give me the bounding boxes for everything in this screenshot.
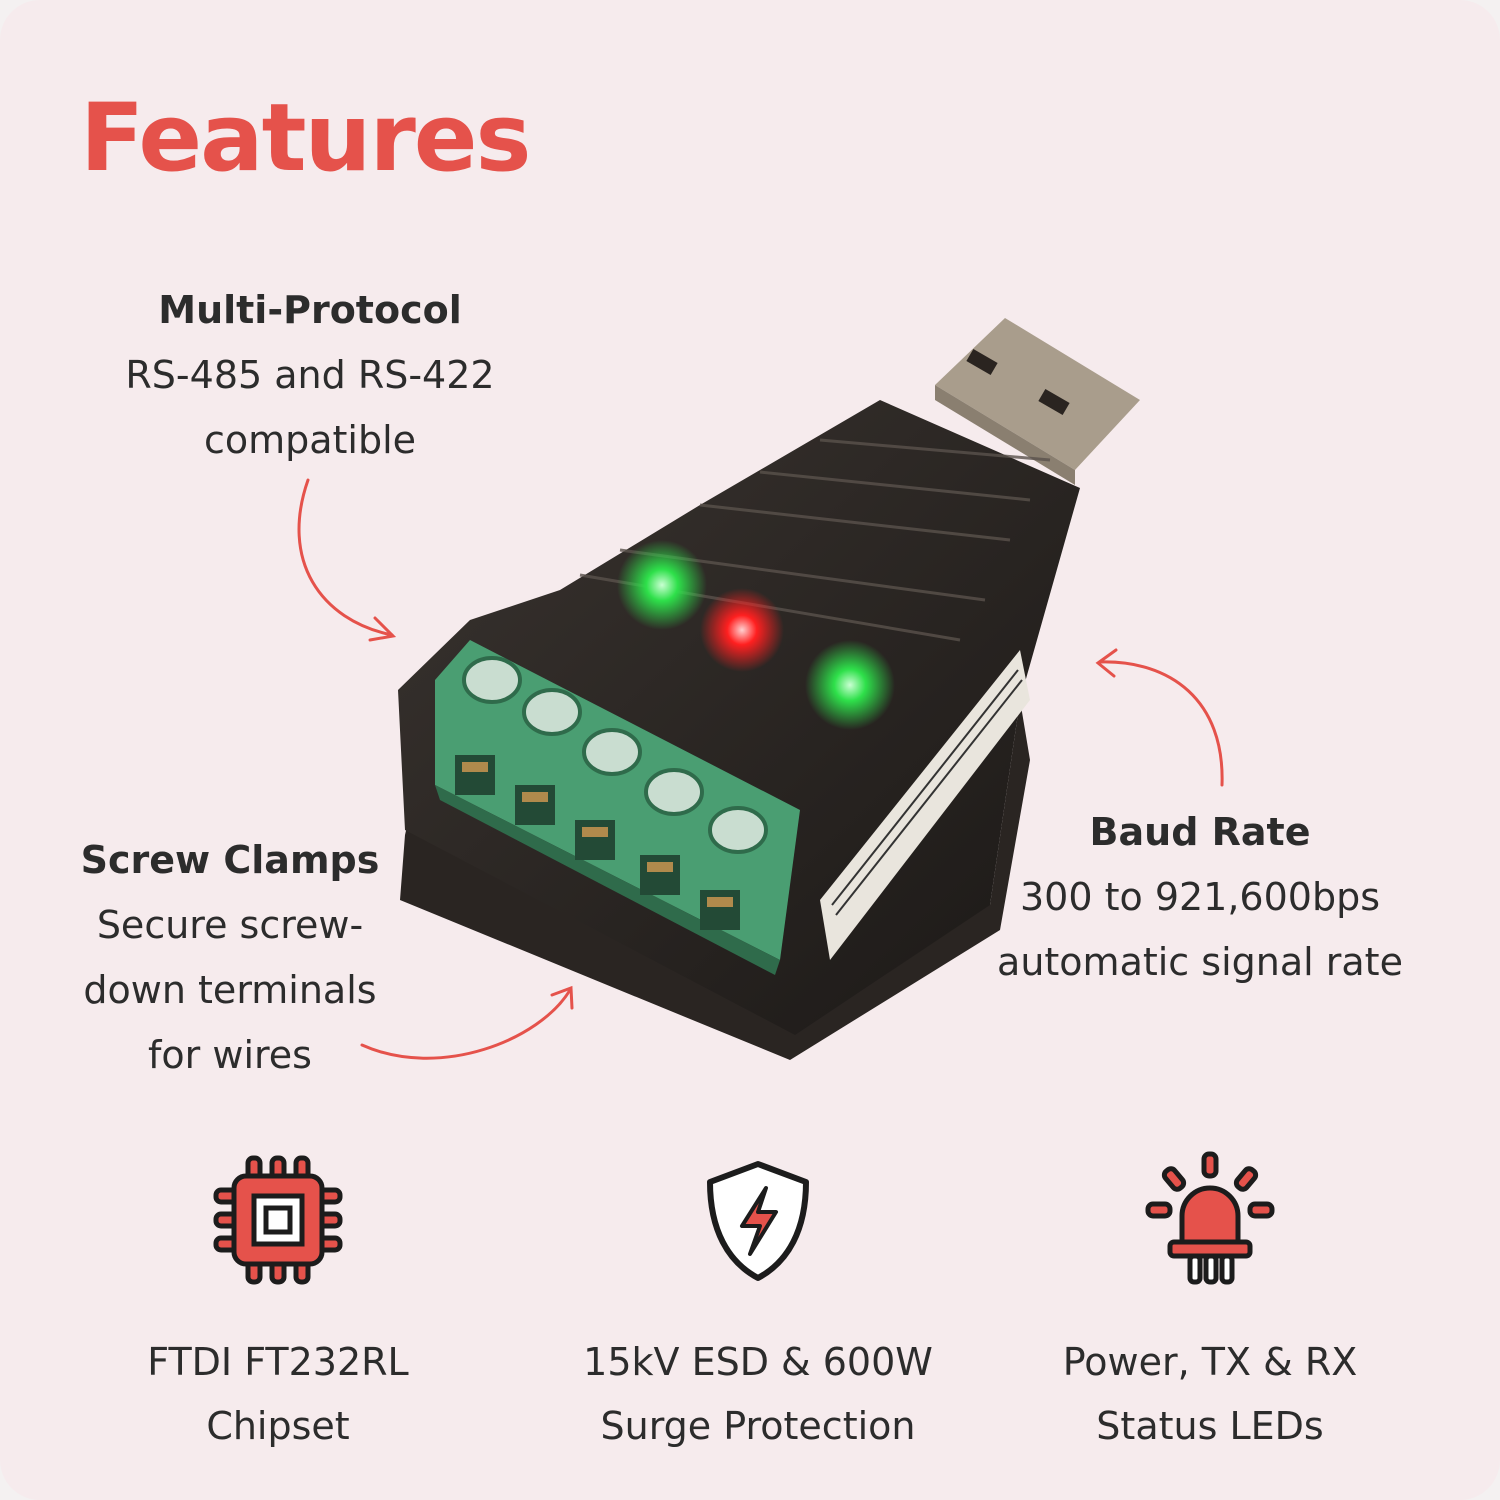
screw-terminal-block	[435, 640, 800, 975]
usb-plug	[935, 318, 1140, 485]
callout-multi-protocol: Multi-Protocol RS-485 and RS-422 compati…	[60, 278, 560, 473]
shield-lightning-icon	[707, 1161, 809, 1281]
callout-screw-clamps: Screw Clamps Secure screw- down terminal…	[30, 828, 430, 1088]
feature-line: Power, TX & RX	[1062, 1340, 1358, 1384]
led-green-1	[617, 540, 707, 630]
led-light-icon	[1145, 1151, 1275, 1285]
callout-line: RS-485 and RS-422	[125, 353, 495, 397]
led-red	[700, 588, 784, 672]
callout-line: 300 to 921,600bps	[1019, 875, 1381, 919]
feature-line: FTDI FT232RL	[147, 1340, 409, 1384]
feature-surge-protection: 15kV ESD & 600W Surge Protection	[548, 1150, 968, 1458]
callout-line: Secure screw-	[96, 903, 364, 947]
feature-line: Surge Protection	[600, 1404, 916, 1448]
feature-line: Chipset	[206, 1404, 350, 1448]
callout-line: down terminals	[83, 968, 377, 1012]
callout-line: compatible	[203, 418, 417, 462]
callout-heading: Screw Clamps	[80, 838, 380, 882]
feature-status-leds: Power, TX & RX Status LEDs	[1000, 1150, 1420, 1458]
feature-line: Status LEDs	[1096, 1404, 1324, 1448]
callout-heading: Multi-Protocol	[158, 288, 462, 332]
feature-line: 15kV ESD & 600W	[583, 1340, 933, 1384]
chip-icon	[213, 1155, 343, 1285]
page-title: Features	[80, 84, 532, 193]
callout-heading: Baud Rate	[1089, 810, 1311, 854]
callout-baud-rate: Baud Rate 300 to 921,600bps automatic si…	[940, 800, 1460, 995]
callout-line: automatic signal rate	[997, 940, 1403, 984]
led-green-2	[805, 640, 895, 730]
feature-chipset: FTDI FT232RL Chipset	[68, 1150, 488, 1458]
callout-line: for wires	[148, 1033, 312, 1077]
